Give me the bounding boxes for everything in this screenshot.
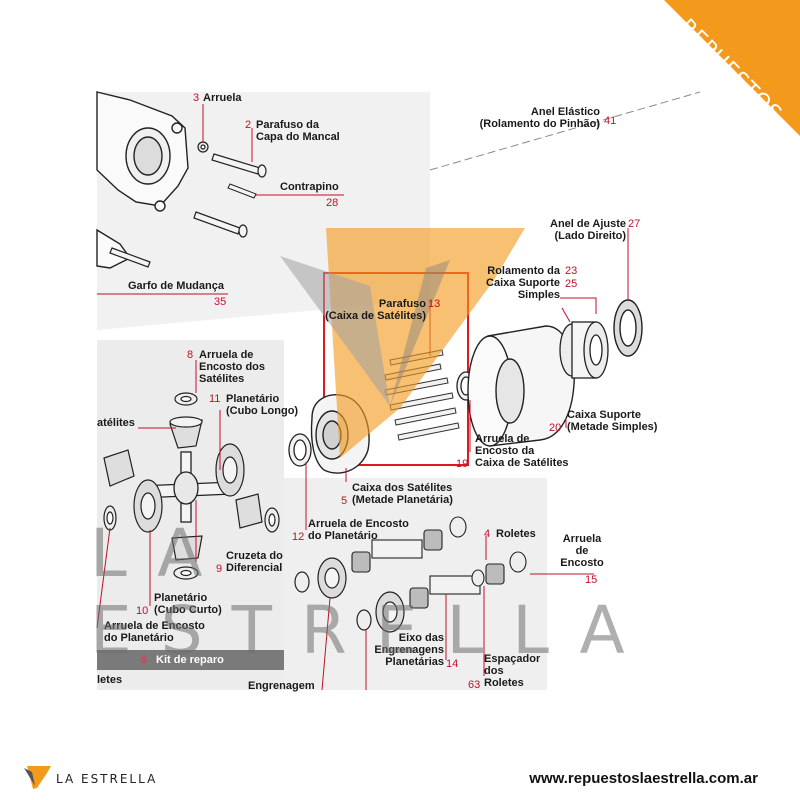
- label-cruzeta-9: Cruzeta do Diferencial: [226, 550, 283, 574]
- kit-reparo-num: 6: [141, 654, 148, 666]
- label-arruela-encosto-left: Arruela de Encosto do Planetário: [104, 620, 205, 644]
- label-arruela-19: Arruela de Encosto da Caixa de Satélites: [475, 433, 569, 469]
- callout-num-14: 14: [446, 658, 459, 670]
- footer-brand: LA ESTRELLA: [56, 772, 158, 786]
- callout-num-13: 13: [428, 298, 441, 310]
- pinion-gear-right: [235, 493, 263, 529]
- label-caixa-suporte-20: Caixa Suporte (Metade Simples): [567, 409, 658, 433]
- label-parafuso-13: Parafuso (Caixa de Satélites): [325, 298, 426, 322]
- adjusting-ring-27: [613, 299, 643, 357]
- callout-num-2: 2: [245, 119, 252, 131]
- label-cut-bottom: letes: [97, 674, 123, 686]
- footer-logo-icon: [24, 766, 51, 789]
- washer-12: [288, 433, 312, 467]
- label-anel-41: Anel Elástico (Rolamento do Pinhão): [479, 106, 600, 130]
- callout-num-15: 15: [585, 574, 598, 586]
- label-planetario-11: Planetário (Cubo Longo): [226, 393, 299, 417]
- label-arruela-encosto-15: Arruela de Encosto: [560, 533, 604, 569]
- spider-cross-9: [139, 451, 233, 523]
- label-eixo-14: Eixo das Engrenagens Planetárias: [374, 632, 444, 668]
- label-satelites: atélites: [97, 417, 135, 429]
- callout-num-20: 20: [549, 422, 562, 434]
- washer-8: [174, 392, 198, 406]
- callout-num-8: 8: [187, 349, 194, 361]
- bearing-23-25: [559, 321, 609, 379]
- label-arruela-12: Arruela de Encosto do Planetário: [308, 518, 409, 542]
- callout-num-9: 9: [216, 563, 223, 575]
- label-contrapino-28: Contrapino: [280, 181, 339, 193]
- label-roletes-4: Roletes: [496, 528, 536, 540]
- planet-gear-upper: [294, 557, 347, 599]
- planet-gear-lower: [356, 591, 405, 633]
- roller-bearings-lower: [409, 551, 527, 609]
- support-case-20: [467, 325, 575, 447]
- pinion-gear-top: [169, 416, 203, 449]
- callout-num-3: 3: [193, 92, 200, 104]
- kit-reparo-label: Kit de reparo: [156, 654, 224, 666]
- side-gear-11: [215, 443, 245, 497]
- side-gear-10: [133, 479, 163, 533]
- pinion-gear-bottom: [171, 535, 203, 580]
- washers-left-edge: [103, 505, 280, 533]
- cotter-pin-28: [227, 183, 257, 199]
- housing-drawing: [96, 91, 189, 269]
- callout-num-35: 35: [214, 296, 227, 308]
- watermark-text: LA ESTRELLA: [90, 515, 654, 669]
- washer-3: [197, 141, 209, 153]
- label-arruela-3: Arruela: [203, 92, 242, 104]
- callout-num-12: 12: [292, 531, 305, 543]
- callout-num-11: 11: [209, 393, 221, 405]
- bolt-lower: [109, 211, 248, 268]
- callout-num-25: 25: [565, 278, 578, 290]
- footer-url[interactable]: www.repuestoslaestrella.com.ar: [529, 770, 758, 787]
- label-espacador-63: Espaçador dos Roletes: [484, 653, 541, 689]
- dash-line-top: [429, 91, 701, 171]
- callout-num-10: 10: [136, 605, 149, 617]
- callout-num-41: 41: [604, 115, 617, 127]
- callout-num-23: 23: [565, 265, 578, 277]
- label-caixa-satelites-5: Caixa dos Satélites (Metade Planetária): [352, 482, 453, 506]
- brand-logo-watermark: [280, 228, 525, 458]
- callout-num-27: 27: [628, 218, 641, 230]
- callout-num-19: 19: [456, 458, 469, 470]
- kit-reparo-bar: [97, 650, 284, 670]
- callout-num-5: 5: [341, 495, 348, 507]
- label-parafuso-2: Parafuso da Capa do Mancal: [256, 119, 340, 143]
- label-anel-ajuste-27: Anel de Ajuste (Lado Direito): [550, 218, 626, 242]
- label-rolamento-23-25: Rolamento da Caixa Suporte Simples: [486, 265, 560, 301]
- callout-num-4: 4: [484, 528, 491, 540]
- label-engrenagem: Engrenagem: [248, 680, 315, 692]
- bolt-2: [211, 153, 267, 178]
- callout-num-63: 63: [468, 679, 481, 691]
- label-planetario-10: Planetário (Cubo Curto): [154, 592, 222, 616]
- label-garfo-35: Garfo de Mudança: [128, 280, 224, 292]
- callout-num-28: 28: [326, 197, 339, 209]
- roller-bearings-upper: [351, 516, 467, 573]
- label-arruela-8: Arruela de Encosto dos Satélites: [199, 349, 266, 385]
- pinion-gear-left: [103, 449, 135, 487]
